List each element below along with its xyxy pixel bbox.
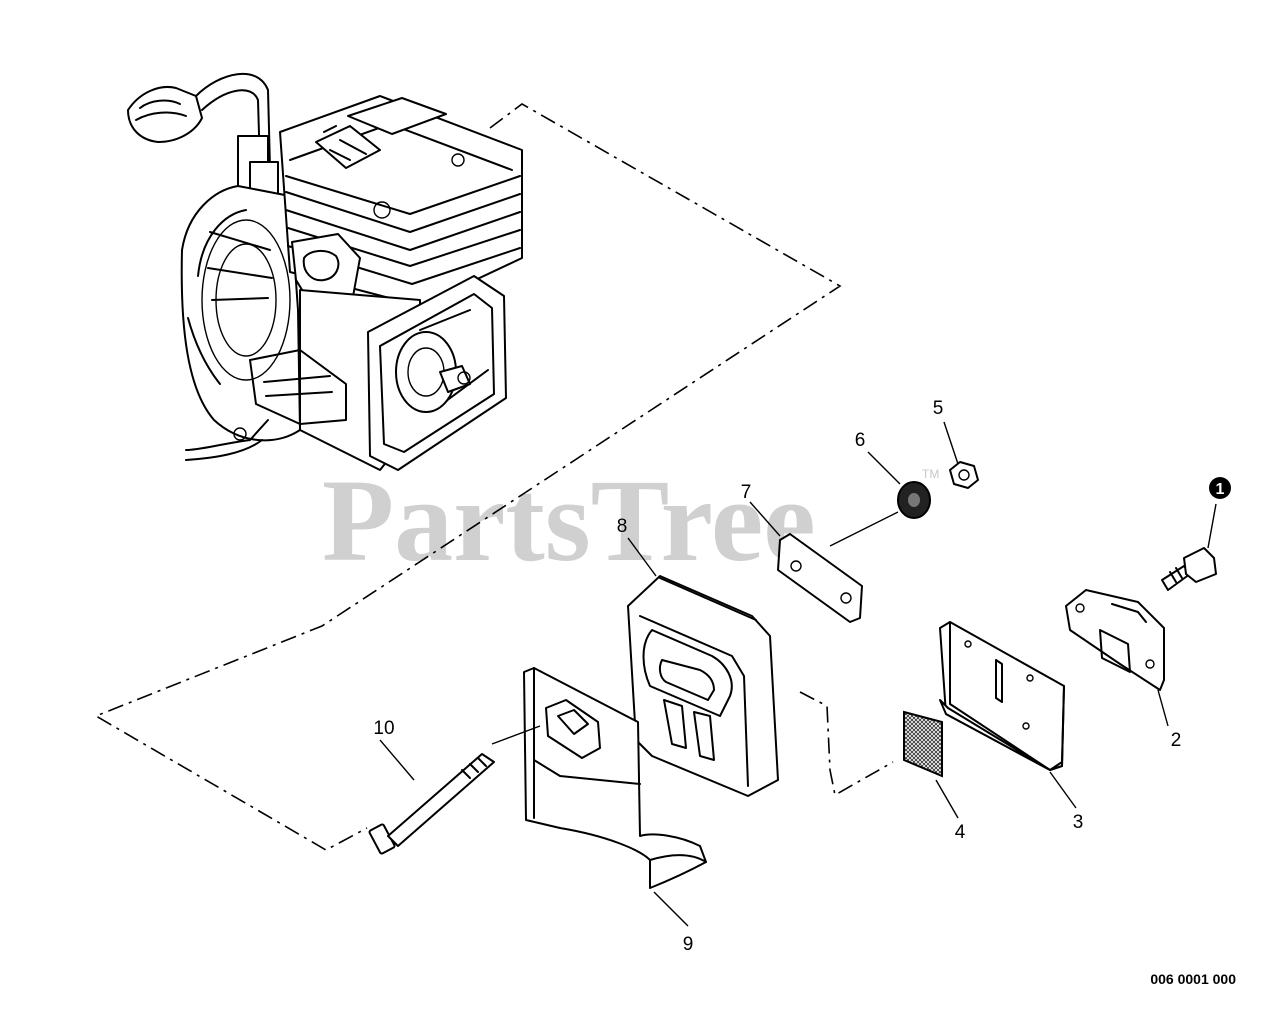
callout-5: 5 [933, 398, 944, 419]
engine-block-icon [127, 72, 523, 471]
washer-icon [897, 481, 931, 519]
callout-8: 8 [617, 516, 628, 537]
callout-3: 3 [1073, 812, 1084, 833]
assembly-leader-muffler-screen [799, 691, 894, 797]
heat-shield-icon [523, 667, 707, 889]
spark-arrestor-screen-icon [903, 710, 943, 778]
callout-2: 2 [1171, 730, 1182, 751]
watermark-trademark: TM [922, 467, 939, 481]
muffler-cover-icon [939, 621, 1065, 771]
muffler-icon [627, 575, 779, 797]
callout-1-label: 1 [1216, 481, 1225, 498]
callout-7: 7 [741, 482, 752, 503]
drawing-code: 006 0001 000 [1150, 971, 1236, 987]
callout-10: 10 [373, 718, 394, 739]
leader-lines [379, 421, 1217, 927]
gasket-icon [777, 533, 863, 623]
assembly-outline [94, 103, 842, 851]
callout-9: 9 [683, 934, 694, 955]
bolt-icon [368, 753, 495, 855]
callout-4: 4 [955, 822, 966, 843]
exhaust-plate-icon [1065, 589, 1165, 691]
nut-icon [949, 461, 979, 489]
watermark-text: PartsTree [322, 455, 816, 586]
screw-icon [1161, 547, 1217, 591]
callout-6: 6 [855, 430, 866, 451]
callout-1: 1 [1209, 477, 1231, 499]
